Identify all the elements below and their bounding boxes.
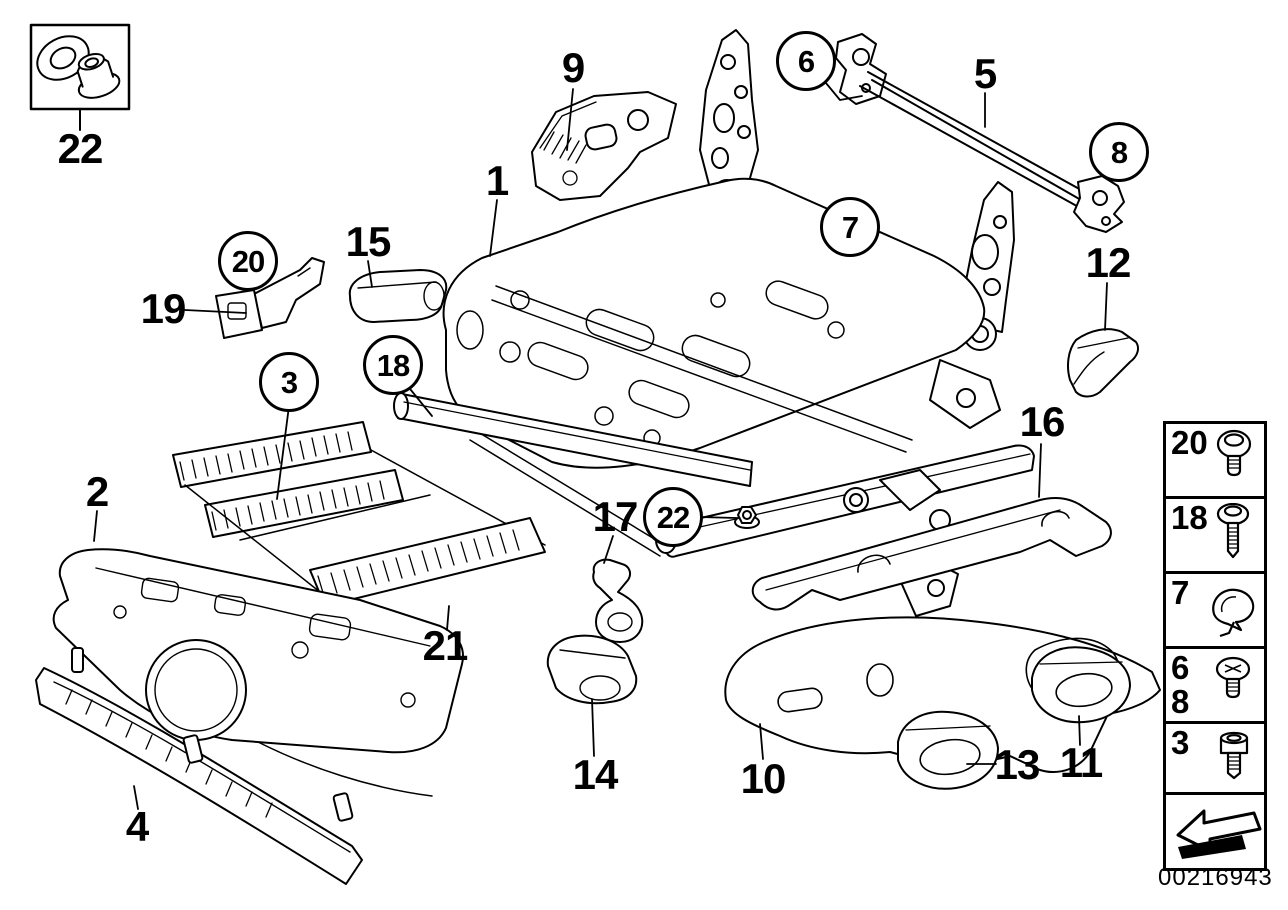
washer-icon [36, 35, 90, 81]
legend-label: 18 [1171, 499, 1208, 536]
flange-nut-icon [76, 52, 121, 99]
legend-label: 20 [1171, 424, 1208, 461]
hardware-inset-box [29, 23, 131, 131]
part-17-hook [592, 558, 644, 643]
callout-19[interactable]: 19 [140, 285, 187, 332]
callout-3[interactable]: 3 [259, 352, 319, 412]
callout-10[interactable]: 10 [740, 755, 787, 802]
long-screw-icon [1216, 503, 1250, 559]
cable-clamp-icon [1212, 588, 1255, 638]
callout-14[interactable]: 14 [572, 751, 619, 798]
part-3-heater-mat [172, 421, 546, 601]
callout-22-rail[interactable]: 22 [643, 487, 703, 547]
part-11-handle-cap [1031, 646, 1131, 724]
seat-rail-left [393, 392, 753, 487]
phillips-screw-icon [1215, 656, 1251, 699]
callout-15[interactable]: 15 [345, 218, 392, 265]
callout-12[interactable]: 12 [1085, 239, 1132, 286]
part-2-seat-pan [52, 548, 464, 797]
legend-item-18[interactable]: 18 [1166, 499, 1264, 574]
legend-item-6-8[interactable]: 6 8 [1166, 649, 1264, 724]
part-14-cap [546, 634, 638, 705]
callout-6[interactable]: 6 [776, 31, 836, 91]
torx-screw-icon [1216, 429, 1252, 477]
callout-9[interactable]: 9 [561, 44, 585, 91]
legend-label: 3 [1171, 724, 1190, 761]
callout-5[interactable]: 5 [973, 50, 997, 97]
part-15-cap [348, 269, 448, 323]
legend-item-3[interactable]: 3 [1166, 724, 1264, 795]
part-22-nut [734, 506, 760, 529]
callout-18[interactable]: 18 [363, 335, 423, 395]
callout-1[interactable]: 1 [485, 157, 509, 204]
direction-arrow-icon [1176, 809, 1262, 859]
part-5-crossbar [835, 33, 1125, 233]
callout-22-inset[interactable]: 22 [57, 125, 104, 172]
figure-code: 00216943 [1158, 864, 1273, 891]
callout-20[interactable]: 20 [218, 231, 278, 291]
legend-label: 7 [1171, 574, 1190, 611]
part-21-spring-mat [309, 517, 546, 607]
legend-item-7[interactable]: 7 [1166, 574, 1264, 649]
callout-17[interactable]: 17 [592, 493, 639, 540]
legend-item-20[interactable]: 20 [1166, 424, 1264, 499]
part-9-cable-duct [531, 91, 677, 201]
part-4-front-trim [35, 647, 363, 885]
leader-lines [93, 76, 1108, 810]
legend-item-direction[interactable] [1166, 797, 1264, 868]
socket-head-bolt-icon [1219, 731, 1249, 780]
callout-2[interactable]: 2 [85, 468, 109, 515]
callout-21[interactable]: 21 [422, 622, 469, 669]
callout-7[interactable]: 7 [820, 197, 880, 257]
callout-16[interactable]: 16 [1019, 398, 1066, 445]
legend-label: 8 [1171, 683, 1190, 720]
callout-8[interactable]: 8 [1089, 122, 1149, 182]
callout-11[interactable]: 11 [1059, 739, 1103, 786]
legend-label: 6 [1171, 649, 1190, 686]
part-12-cap [1067, 328, 1139, 398]
part-19-bracket [215, 257, 325, 339]
fastener-legend: 20 18 7 [1163, 421, 1267, 871]
part-13-handle-cap [897, 710, 999, 790]
callout-4[interactable]: 4 [125, 803, 149, 850]
backrest-bracket-left [699, 29, 759, 207]
part-16-rail-cover [751, 497, 1112, 611]
callout-13[interactable]: 13 [994, 741, 1041, 788]
